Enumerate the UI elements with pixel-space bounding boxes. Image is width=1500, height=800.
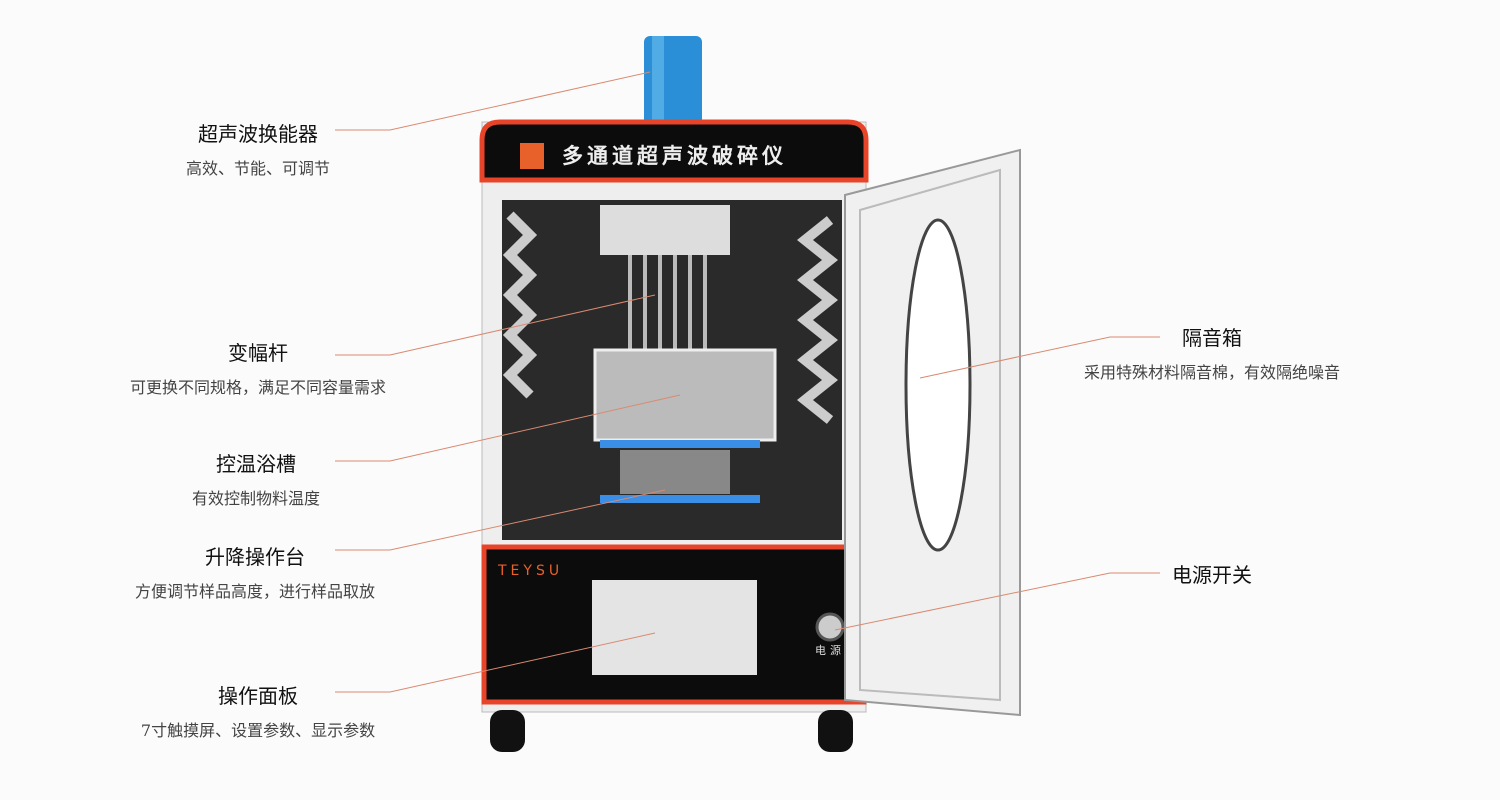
chamber — [502, 200, 842, 540]
callout-subtitle: 采用特殊材料隔音棉，有效隔绝噪音 — [1083, 363, 1341, 382]
logo-icon — [520, 143, 544, 169]
power-switch — [815, 612, 845, 642]
callout-power-switch: 电源开关 — [1172, 559, 1252, 588]
wheel — [490, 710, 525, 752]
callout-subtitle: 方便调节样品高度，进行样品取放 — [134, 582, 376, 601]
callout-title: 隔音箱 — [1181, 326, 1242, 350]
callout-title: 操作面板 — [218, 684, 298, 708]
transducer — [644, 36, 702, 128]
callout-lift-table: 升降操作台 方便调节样品高度，进行样品取放 — [135, 541, 375, 602]
callout-title: 控温浴槽 — [215, 452, 296, 476]
brand-label: TEYSU — [498, 563, 564, 579]
callout-subtitle: 可更换不同规格，满足不同容量需求 — [129, 378, 387, 397]
wheel — [818, 710, 853, 752]
header-panel — [479, 119, 869, 183]
leader-lines — [335, 71, 1160, 693]
machine-title: 多通道超声波破碎仪 — [562, 144, 787, 168]
callout-subtitle: 7寸触摸屏、设置参数、显示参数 — [140, 721, 376, 740]
callout-title: 变幅杆 — [227, 341, 288, 365]
callout-panel: 操作面板 7寸触摸屏、设置参数、显示参数 — [141, 680, 375, 741]
callout-title: 超声波换能器 — [197, 122, 318, 146]
callout-subtitle: 高效、节能、可调节 — [185, 159, 331, 178]
callout-title: 升降操作台 — [204, 545, 305, 569]
power-label: 电源 — [815, 644, 845, 657]
open-door — [844, 148, 1021, 717]
touch-screen — [592, 580, 757, 675]
callout-transducer: 超声波换能器 高效、节能、可调节 — [186, 118, 330, 179]
callout-soundproof-box: 隔音箱 采用特殊材料隔音棉，有效隔绝噪音 — [1084, 322, 1340, 383]
callout-subtitle: 有效控制物料温度 — [191, 489, 321, 508]
callout-title: 电源开关 — [1172, 563, 1252, 587]
callout-horn: 变幅杆 可更换不同规格，满足不同容量需求 — [130, 337, 386, 398]
callout-bath: 控温浴槽 有效控制物料温度 — [192, 448, 320, 509]
